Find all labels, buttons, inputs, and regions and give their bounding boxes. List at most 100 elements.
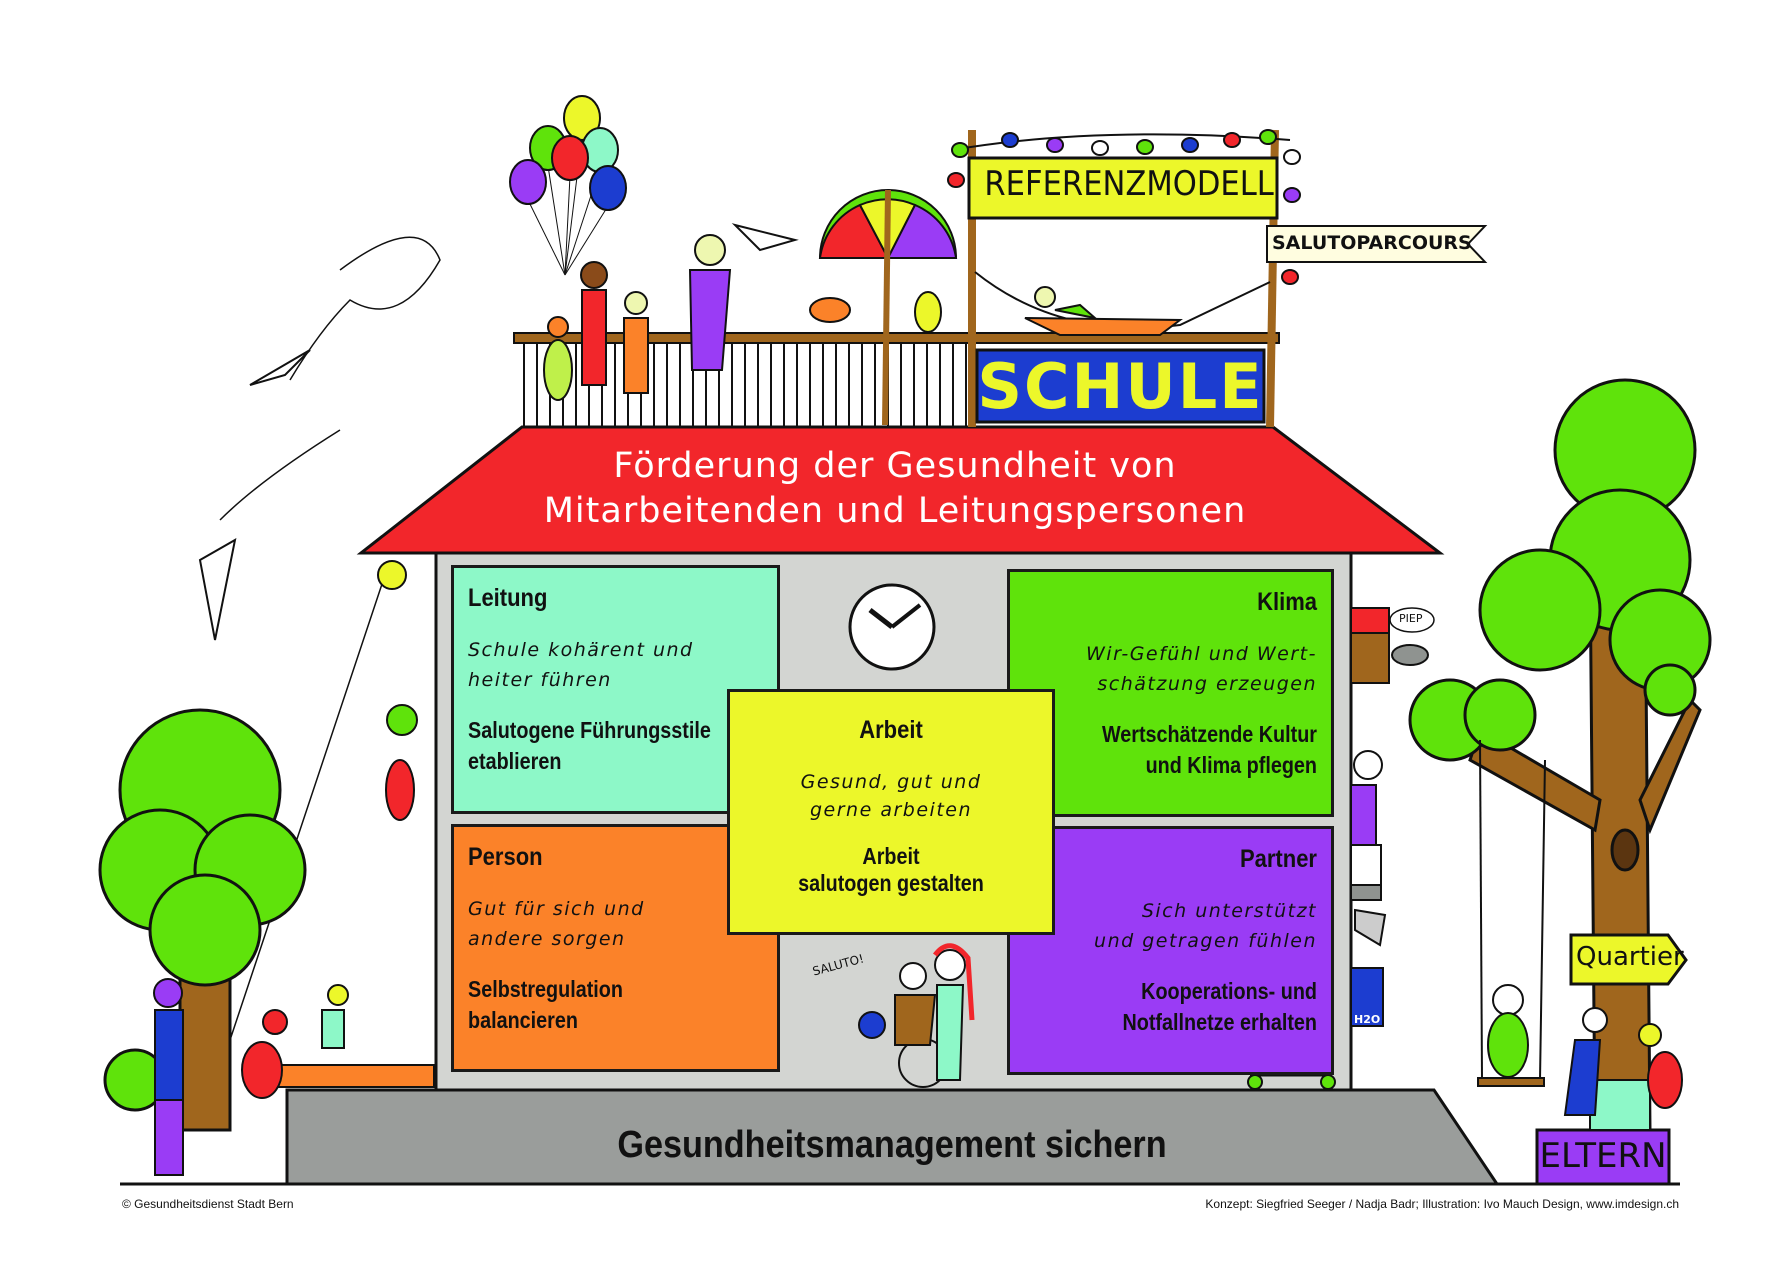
party-light: [1001, 132, 1019, 148]
box-arbeit: Arbeit Gesund, gut und gerne arbeiten Ar…: [727, 689, 1055, 935]
quartier-label: Quartier: [1576, 942, 1684, 972]
cat-icon: [809, 297, 851, 323]
klima-bold: Wertschätzende Kultur: [1101, 721, 1317, 747]
pulley-icon: [377, 560, 407, 590]
water-tank: [1350, 967, 1384, 1027]
quartier-sign: [1569, 933, 1688, 986]
person-line: andere sorgen: [468, 928, 626, 950]
partner-bold: Kooperations- und: [1141, 978, 1317, 1004]
footer-credits: Konzept: Siegfried Seeger / Nadja Badr; …: [1205, 1197, 1679, 1211]
partner-bold: Notfallnetze erhalten: [1122, 1009, 1317, 1035]
arbeit-title: Arbeit: [859, 716, 923, 744]
balloon: [589, 165, 627, 211]
parents: [1563, 1007, 1683, 1116]
arbeit-line: Gesund, gut und: [800, 771, 982, 793]
base-label: Gesundheitsmanagement sichern: [617, 1124, 1167, 1166]
party-light: [1283, 149, 1301, 165]
balcony-floor: [1350, 884, 1382, 901]
megaphone-icon: [1354, 908, 1387, 947]
box-person: Person Gut für sich und andere sorgen Se…: [451, 824, 780, 1072]
partner-line: und getragen fühlen: [1094, 930, 1317, 952]
speech-bubble: [1389, 607, 1435, 633]
leitung-line: Schule kohärent und: [468, 639, 694, 661]
person-title: Person: [468, 843, 543, 871]
party-light: [1091, 140, 1109, 156]
balcony: [1350, 844, 1382, 886]
party-lights: [947, 129, 1301, 285]
referenz-label: REFERENZMODELL: [984, 164, 1274, 204]
person-balcony-body: [1350, 784, 1377, 846]
balloon-string: [527, 199, 566, 276]
party-light: [1283, 187, 1301, 203]
party-light: [1046, 137, 1064, 153]
balloon-string: [564, 175, 571, 276]
roof-title-line1: Förderung der Gesundheit von: [613, 446, 1177, 486]
kite-string: [289, 236, 441, 381]
party-light: [1259, 129, 1277, 145]
railing: [513, 332, 1280, 427]
scooter-wheel: [1320, 1074, 1336, 1090]
tree-right: [1408, 378, 1712, 1132]
bench: [261, 1064, 435, 1088]
klima-line: Wir-Gefühl und Wert-: [1086, 643, 1317, 665]
birdhouse: [1350, 632, 1390, 684]
party-light: [1136, 139, 1154, 155]
person-in-hammock: [1034, 286, 1056, 308]
base-foundation: [285, 1088, 1500, 1186]
partner-line: Sich unterstützt: [1141, 900, 1317, 922]
schule-label: SCHULE: [977, 350, 1264, 423]
leitung-bold: etablieren: [468, 748, 562, 774]
eltern-box: [1535, 1128, 1671, 1186]
arbeit-bold: salutogen gestalten: [798, 870, 984, 896]
box-klima: Klima Wir-Gefühl und Wert- schätzung erz…: [1007, 569, 1334, 817]
box-leitung: Leitung Schule kohärent und heiter führe…: [451, 565, 780, 814]
balloon-string: [564, 205, 609, 276]
klima-line: schätzung erzeugen: [1097, 673, 1317, 695]
paper-plane-icon: [198, 538, 237, 641]
scooter-wheel: [1247, 1074, 1263, 1090]
footer-copyright: © Gesundheitsdienst Stadt Bern: [122, 1197, 294, 1211]
hammock-person-body: [1054, 303, 1099, 320]
balloon: [551, 135, 589, 181]
pineapple-icon: [914, 291, 942, 333]
plane-trail: [219, 429, 341, 521]
party-light: [951, 142, 969, 158]
umbrella-icon: [818, 189, 958, 426]
swing: [1477, 739, 1546, 1087]
parcours-label: SALUTOPARCOURS: [1272, 232, 1472, 254]
party-light: [1223, 132, 1241, 148]
climbing-rope: [209, 574, 386, 1101]
leitung-bold: Salutogene Führungsstile: [468, 717, 711, 743]
bird-icon: [1391, 644, 1429, 666]
referenz-sign: [967, 156, 1279, 220]
person-balcony: [1353, 750, 1383, 780]
people-on-roof: [543, 223, 942, 401]
arbeit-bold: Arbeit: [862, 843, 920, 869]
klima-bold: und Klima pflegen: [1145, 752, 1317, 778]
people-left: [153, 978, 349, 1176]
party-light: [1281, 269, 1299, 285]
person-bold: balancieren: [468, 1007, 578, 1033]
parcours-flag: [1266, 225, 1488, 263]
party-light: [947, 172, 965, 188]
paper-plane-icon: [249, 349, 311, 386]
balloon: [563, 95, 601, 141]
light-string: [951, 133, 1291, 151]
balloons-icon: [509, 95, 627, 276]
climber-helmet: [386, 704, 418, 736]
wheelchair-people: [858, 943, 975, 1088]
partner-title: Partner: [1239, 845, 1317, 873]
roof-title-line2: Mitarbeitenden und Leitungspersonen: [543, 491, 1247, 531]
klima-title: Klima: [1257, 588, 1317, 616]
climber: [385, 759, 415, 821]
clock-icon: [848, 583, 936, 671]
balloon: [509, 159, 547, 205]
leitung-title: Leitung: [468, 584, 548, 612]
h2o-label: H2O: [1354, 1013, 1381, 1026]
arbeit-line: gerne arbeiten: [810, 799, 972, 821]
person-bold: Selbstregulation: [468, 976, 623, 1002]
eltern-label: ELTERN: [1539, 1136, 1667, 1176]
hammock: [1024, 317, 1183, 336]
